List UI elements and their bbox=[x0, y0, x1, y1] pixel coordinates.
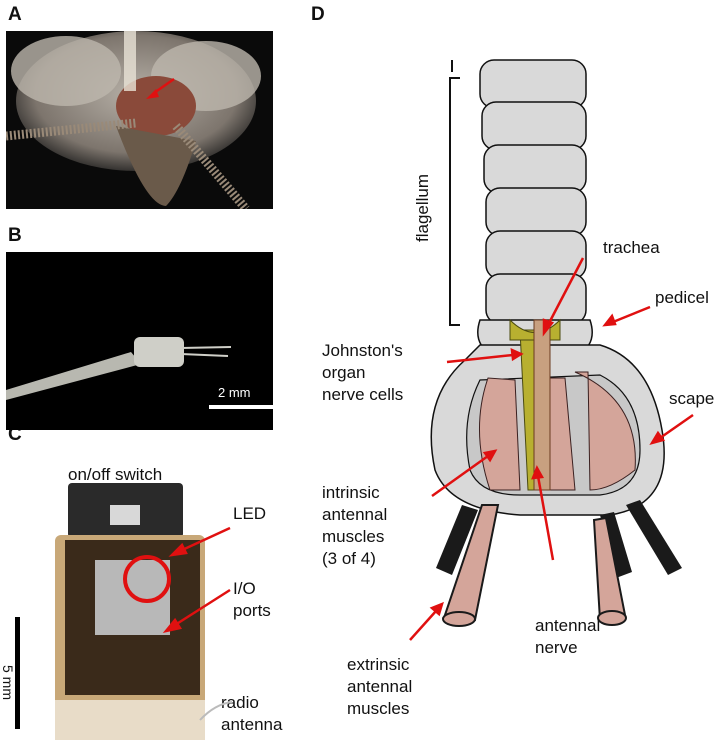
scale-label: 2 mm bbox=[218, 385, 251, 400]
scale-bar bbox=[209, 405, 273, 409]
antenna-diagram bbox=[430, 59, 682, 627]
switch-label: on/off switch bbox=[68, 465, 163, 484]
extrinsic-muscles-label: extrinsic antennal muscles bbox=[347, 655, 413, 718]
moth-head-photo bbox=[6, 31, 273, 209]
intrinsic-muscles-label: intrinsic antennal muscles (3 of 4) bbox=[322, 483, 388, 568]
scale-bar-5mm bbox=[15, 617, 20, 729]
panel-letter-b: B bbox=[8, 225, 22, 246]
pedicel-label: pedicel bbox=[655, 288, 709, 307]
led-label: LED bbox=[233, 504, 267, 523]
panel-letter-d: D bbox=[311, 4, 325, 25]
scape-label: scape bbox=[669, 389, 715, 408]
panel-letter-a: A bbox=[8, 4, 22, 25]
io-ports-label: I/O ports bbox=[233, 579, 271, 620]
circuit-board-photo bbox=[40, 480, 220, 742]
johnstons-organ-label: Johnston's organ nerve cells bbox=[322, 341, 404, 404]
trachea-label: trachea bbox=[603, 238, 660, 257]
electrode-photo: 2 mm bbox=[6, 252, 273, 430]
antennal-nerve-label: antennal nerve bbox=[535, 616, 601, 657]
radio-antenna-label: radio antenna bbox=[221, 693, 283, 734]
flagellum-label: flagellum bbox=[413, 173, 432, 242]
